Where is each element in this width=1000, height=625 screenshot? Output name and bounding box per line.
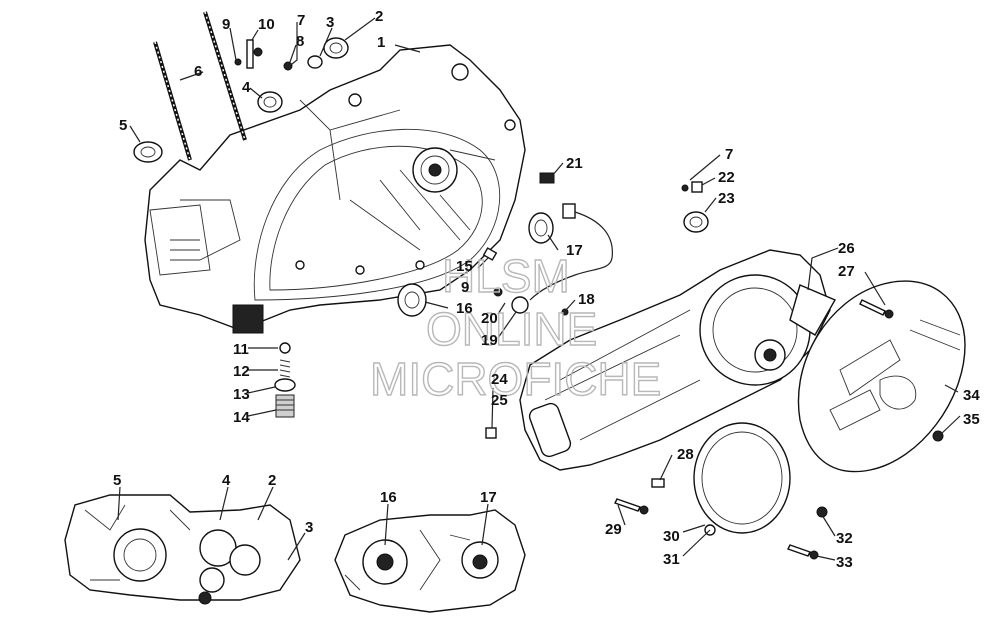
callout-10: 10 [258,16,275,33]
callout-29: 29 [605,521,622,538]
callout-26: 26 [838,240,855,257]
callout-18: 18 [578,291,595,308]
callout-35: 35 [963,411,980,428]
watermark-line-1: HLSM [442,250,570,302]
callout-9-mid: 9 [461,279,469,296]
callout-32: 32 [836,530,853,547]
speed-sensor-assembly [482,172,709,316]
callout-31: 31 [663,551,680,568]
callout-9-top: 9 [222,16,230,33]
inset-callout-4: 4 [222,472,231,489]
inset-callout-5: 5 [113,472,121,489]
watermark: HLSM ONLINE MICROFICHE [369,249,662,405]
callout-7-right: 7 [725,146,733,163]
callout-13: 13 [233,386,250,403]
crankcase-left-half [144,44,526,334]
callout-34: 34 [963,387,980,404]
inspection-cover-plate [693,422,791,536]
callout-22: 22 [718,169,735,186]
callout-1: 1 [377,34,385,51]
watermark-line-2: ONLINE [426,303,597,355]
callout-21: 21 [566,155,583,172]
callout-20: 20 [481,310,498,327]
dowel-pin [485,427,497,439]
callout-16-top: 16 [456,300,473,317]
inset-case-outer [64,494,301,605]
callout-5-top: 5 [119,117,127,134]
inset-callout-17: 17 [480,489,497,506]
callout-17-top: 17 [566,242,583,259]
callout-30: 30 [663,528,680,545]
seals-mid [397,212,554,317]
callout-25: 25 [491,392,508,409]
callout-7-top: 7 [297,12,305,29]
callout-33: 33 [836,554,853,571]
inset-case-inner [334,509,526,613]
callout-23: 23 [718,190,735,207]
inset-callout-16: 16 [380,489,397,506]
cover-bolts [614,299,944,560]
inset-callout-3: 3 [305,519,313,536]
callout-12: 12 [233,363,250,380]
callout-4-top: 4 [242,79,251,96]
inset-callout-2: 2 [268,472,276,489]
drain-plug-assembly [274,342,296,418]
callout-28: 28 [677,446,694,463]
outer-cover [797,280,966,473]
clutch-cover-inner [519,249,836,471]
callout-6: 6 [194,63,202,80]
callout-19: 19 [481,332,498,349]
stud-bolts [153,11,247,161]
callout-3-top: 3 [326,14,334,31]
callout-11: 11 [233,341,249,358]
seals-and-bearings-top [133,37,349,163]
callout-27: 27 [838,263,855,280]
callout-24: 24 [491,371,508,388]
callout-15: 15 [456,258,473,275]
watermark-line-3: MICROFICHE [370,353,661,405]
callout-8: 8 [296,33,304,50]
leader-lines [117,17,961,561]
callout-labels: 9 10 7 8 3 2 1 6 4 5 11 12 13 14 15 9 16… [113,8,980,571]
callout-2-top: 2 [375,8,383,25]
callout-14: 14 [233,409,250,426]
